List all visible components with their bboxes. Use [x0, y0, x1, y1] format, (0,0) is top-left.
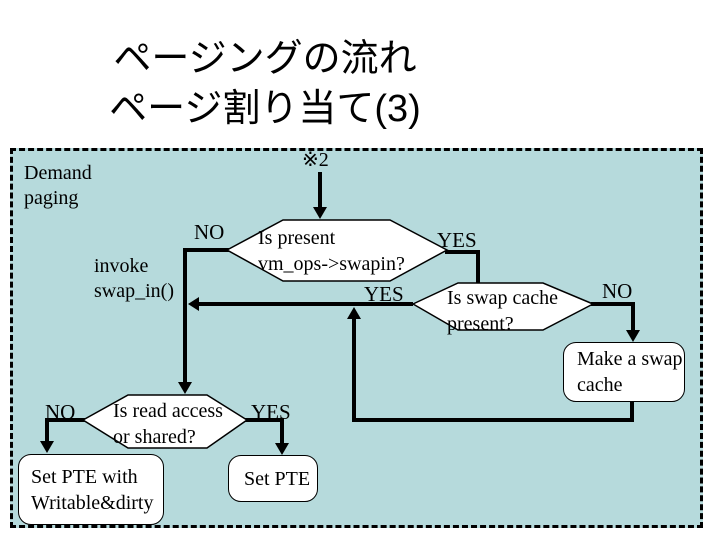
- flowchart-connectors: [40, 172, 640, 455]
- invoke-swap-in-label: invoke swap_in(): [94, 255, 174, 302]
- demand-paging-label: Demand paging: [24, 162, 92, 209]
- arrow-swap-cache-yes-return: [188, 297, 413, 311]
- branch-present-no: NO: [194, 220, 225, 244]
- slide-title: ページングの流れ ページ割り当て(3): [0, 34, 530, 134]
- flowchart-canvas: Demand paging ※2 invoke swap_in() NO YES…: [10, 148, 703, 528]
- process-set-pte-writable: Set PTE with Writable&dirty: [18, 454, 164, 525]
- arrow-swap-cache-no-to-make-cache: [591, 302, 640, 342]
- branch-read-access-yes: YES: [251, 400, 291, 424]
- branch-swap-cache-no: NO: [602, 279, 633, 303]
- reference-mark: ※2: [302, 149, 329, 171]
- arrow-present-no-to-read-access: [178, 248, 229, 394]
- decision-is-swap-cache-shape: [411, 282, 595, 331]
- decision-is-present-text: Is present vm_ops->swapin?: [258, 227, 405, 275]
- decision-is-read-access-shape: [81, 394, 249, 449]
- slide-title-line1: ページングの流れ: [113, 38, 417, 80]
- arrow-make-cache-return: [347, 307, 634, 422]
- branch-present-yes: YES: [437, 228, 477, 252]
- process-make-swap-cache: Make a swap cache: [563, 342, 685, 402]
- branch-swap-cache-yes: YES: [364, 282, 404, 306]
- arrow-present-yes-to-swap-cache: [445, 250, 480, 284]
- decision-is-swap-cache-text: Is swap cache present?: [447, 287, 559, 335]
- process-set-pte: Set PTE: [228, 455, 318, 502]
- decision-is-present-shape: [225, 219, 449, 282]
- arrow-read-access-no-to-set-pte-writable: [40, 418, 85, 453]
- branch-read-access-no: NO: [45, 400, 76, 424]
- arrow-entry-to-is-present: [313, 172, 327, 219]
- slide-title-line2: ページ割り当て(3): [109, 88, 421, 130]
- arrow-read-access-yes-to-set-pte: [245, 418, 289, 455]
- decision-is-read-access-text: Is read access or shared?: [113, 400, 223, 448]
